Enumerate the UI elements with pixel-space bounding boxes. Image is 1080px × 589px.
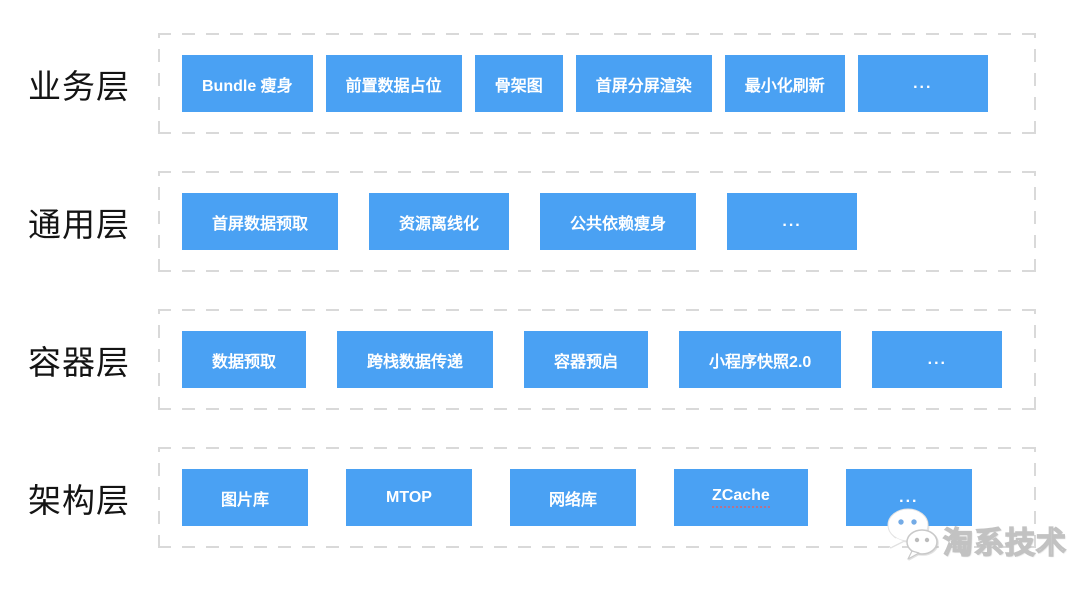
feature-box-label: 资源离线化 bbox=[399, 215, 480, 233]
feature-box: 骨架图 bbox=[474, 55, 563, 112]
layer-label: 架构层 bbox=[28, 481, 130, 519]
feature-box-label: ... bbox=[927, 350, 947, 368]
feature-box-label: 公共依赖瘦身 bbox=[570, 215, 667, 233]
feature-box-label: 图片库 bbox=[220, 491, 269, 509]
layer-dashed-container: 图片库 MTOP 网络库 ZCache... bbox=[158, 447, 1036, 548]
feature-box-label: ... bbox=[913, 74, 933, 92]
feature-box-label: 跨栈数据传递 bbox=[367, 353, 464, 371]
feature-box-more: ... bbox=[727, 193, 858, 250]
feature-box: 图片库 bbox=[182, 469, 308, 526]
feature-box: MTOP bbox=[346, 469, 472, 526]
feature-box-label: 前置数据占位 bbox=[345, 77, 442, 95]
feature-box: 跨栈数据传递 bbox=[337, 331, 494, 388]
feature-box-label: 最小化刷新 bbox=[744, 77, 825, 95]
feature-box: 最小化刷新 bbox=[724, 55, 845, 112]
layer-label: 业务层 bbox=[28, 67, 130, 105]
wechat-icon bbox=[887, 508, 938, 560]
feature-box-label: ... bbox=[899, 488, 919, 506]
feature-box: 首屏数据预取 bbox=[182, 193, 339, 250]
feature-box-label: 小程序快照2.0 bbox=[709, 353, 812, 371]
feature-box-label: 数据预取 bbox=[212, 353, 277, 371]
layer-dashed-container: 首屏数据预取 资源离线化 公共依赖瘦身... bbox=[158, 171, 1036, 272]
feature-box: 网络库 bbox=[510, 469, 636, 526]
feature-box-more: ... bbox=[872, 331, 1003, 388]
layer-row-3: 容器层 数据预取 跨栈数据传递 容器预启 小程序快照2.0... bbox=[0, 309, 1080, 410]
feature-box-label: ... bbox=[782, 212, 802, 230]
watermark: 淘系技术 bbox=[884, 506, 1067, 562]
layers-stack: 业务层 Bundle 瘦身 前置数据占位 骨架图 首屏分屏渲染 最小化刷新... 通用层… bbox=[0, 33, 1080, 548]
feature-box: 数据预取 bbox=[182, 331, 307, 388]
feature-box: 公共依赖瘦身 bbox=[540, 193, 697, 250]
feature-box: 前置数据占位 bbox=[325, 55, 462, 112]
feature-box-more: ... bbox=[857, 55, 988, 112]
layer-row-2: 通用层 首屏数据预取 资源离线化 公共依赖瘦身... bbox=[0, 171, 1080, 272]
layer-label: 通用层 bbox=[28, 205, 130, 243]
layer-row-4: 架构层 图片库 MTOP 网络库 ZCache... bbox=[0, 447, 1080, 548]
feature-box-label: ZCache bbox=[712, 487, 770, 508]
feature-box-label: 首屏数据预取 bbox=[212, 215, 309, 233]
feature-box: 首屏分屏渲染 bbox=[575, 55, 712, 112]
feature-box: ZCache bbox=[674, 469, 808, 526]
feature-box-label: 骨架图 bbox=[494, 77, 543, 95]
feature-box-label: 容器预启 bbox=[554, 353, 619, 371]
feature-box-label: 首屏分屏渲染 bbox=[595, 77, 692, 95]
layer-label: 容器层 bbox=[28, 343, 130, 381]
watermark-text: 淘系技术 bbox=[942, 526, 1067, 560]
feature-box-label: Bundle 瘦身 bbox=[202, 77, 293, 95]
layer-row-1: 业务层 Bundle 瘦身 前置数据占位 骨架图 首屏分屏渲染 最小化刷新... bbox=[0, 33, 1080, 134]
feature-box: 容器预启 bbox=[524, 331, 649, 388]
feature-box-label: MTOP bbox=[386, 488, 432, 506]
feature-box-label: 网络库 bbox=[548, 491, 597, 509]
layer-dashed-container: Bundle 瘦身 前置数据占位 骨架图 首屏分屏渲染 最小化刷新... bbox=[158, 33, 1036, 134]
layer-dashed-container: 数据预取 跨栈数据传递 容器预启 小程序快照2.0... bbox=[158, 309, 1036, 410]
feature-box: Bundle 瘦身 bbox=[182, 55, 313, 112]
feature-box: 小程序快照2.0 bbox=[679, 331, 842, 388]
feature-box: 资源离线化 bbox=[369, 193, 510, 250]
